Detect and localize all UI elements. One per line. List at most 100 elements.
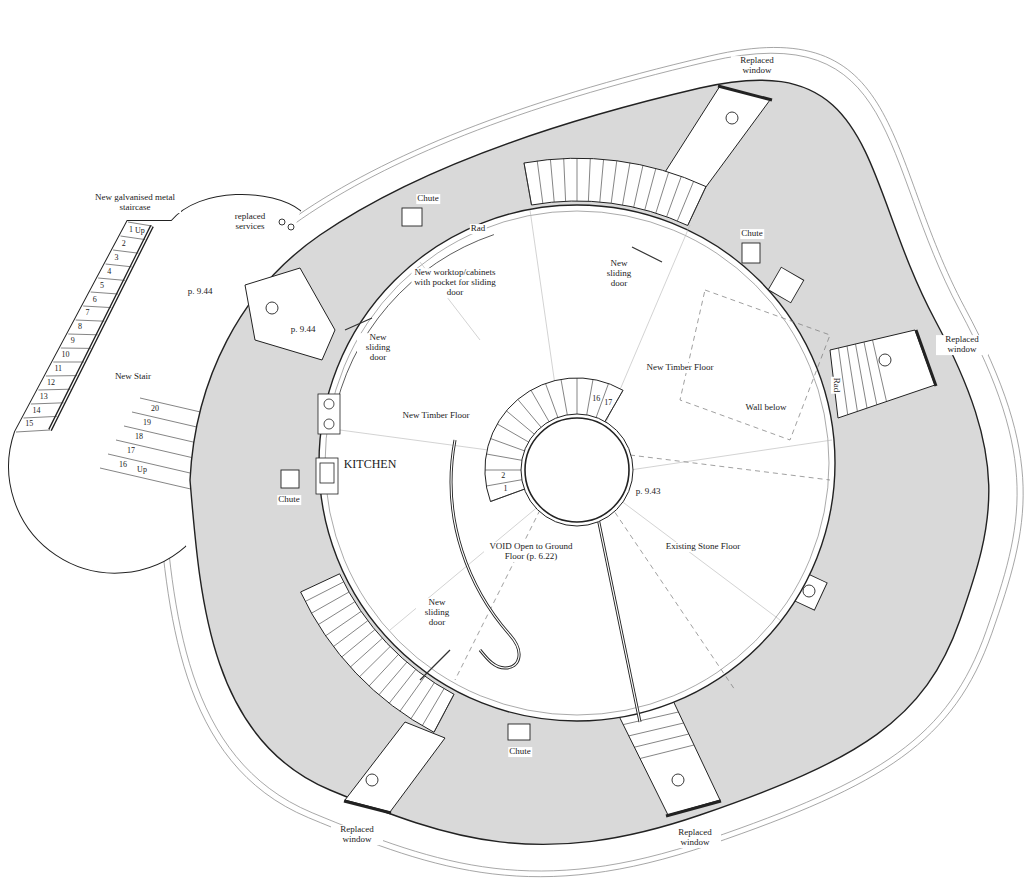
- stair-step: [389, 670, 416, 704]
- floor-note: Existing Stone Floor: [665, 542, 742, 552]
- radiator-label: Rad: [831, 377, 841, 394]
- stair-step: [531, 390, 551, 425]
- stair-step: [645, 168, 656, 210]
- step-number: 8: [77, 323, 83, 332]
- stair-step: [98, 278, 125, 280]
- stair-step: [537, 161, 543, 204]
- step-number: 1: [128, 226, 134, 235]
- stair-step: [586, 379, 593, 418]
- stair-step: [350, 638, 382, 667]
- floor-note: New Timber Floor: [645, 363, 714, 373]
- step-number: 3: [114, 253, 120, 262]
- worktop-note: New worktop/cabinets with pocket for sli…: [412, 268, 499, 298]
- step-number: 12: [46, 378, 56, 387]
- stair-step: [491, 439, 529, 453]
- stair-step: [411, 683, 434, 719]
- step-number: 16: [591, 394, 601, 403]
- stair-step: [577, 158, 578, 201]
- stair-step: [677, 181, 693, 221]
- page-ref: p. 9.43: [635, 487, 662, 497]
- door-note: New sliding door: [357, 333, 399, 363]
- direction-note: Up: [134, 227, 146, 236]
- stair-step: [53, 362, 84, 363]
- door-note: New sliding door: [598, 259, 640, 289]
- stair-step: [369, 655, 398, 687]
- stair-step: [16, 430, 50, 432]
- page-ref: p. 9.44: [290, 325, 317, 335]
- stair-step: [24, 416, 57, 418]
- step-number: 11: [53, 365, 63, 374]
- room-name: KITCHEN: [343, 458, 398, 471]
- step-number: 17: [126, 447, 136, 456]
- stair-step: [422, 689, 444, 726]
- stair-step: [38, 389, 70, 391]
- tower-walls: [190, 80, 989, 844]
- stair-step: [91, 292, 118, 294]
- door-note: New sliding door: [416, 598, 458, 628]
- stair-name: New Stair: [114, 372, 152, 382]
- stair-step: [623, 163, 631, 205]
- chute-label: Chute: [277, 495, 301, 505]
- step-number: 2: [121, 240, 127, 249]
- stair-step: [83, 306, 111, 308]
- stair-step: [518, 400, 544, 431]
- stair-step: [379, 662, 407, 695]
- stair-step: [326, 611, 362, 635]
- direction-note: Up: [136, 465, 148, 474]
- window-note: Replaced window: [669, 828, 721, 848]
- step-number: 7: [84, 309, 90, 318]
- chute-label: Chute: [508, 747, 532, 757]
- page-ref: p. 9.44: [187, 287, 214, 297]
- stair-step: [577, 378, 578, 418]
- step-number: 20: [150, 405, 160, 414]
- step-number: 13: [39, 392, 49, 401]
- stair-step: [108, 454, 203, 476]
- stair-step: [588, 158, 590, 201]
- stair-step: [31, 403, 64, 404]
- step-number: 14: [31, 406, 41, 415]
- step-number: 19: [142, 419, 152, 428]
- floor: [316, 205, 835, 722]
- chute-label: Chute: [416, 194, 440, 204]
- stair-step: [564, 158, 566, 201]
- stair-step: [61, 348, 91, 349]
- window-note: Replaced window: [331, 825, 383, 845]
- stair-step: [486, 454, 525, 461]
- step-number: 17: [603, 399, 613, 408]
- services-note: replaced services: [224, 212, 276, 232]
- stair-step: [497, 424, 532, 444]
- step-number: 15: [24, 420, 34, 429]
- stair-step: [434, 694, 454, 732]
- stair-step: [68, 334, 97, 336]
- stair-step: [360, 647, 391, 677]
- stair-step: [546, 384, 560, 422]
- radiator-label: Rad: [470, 224, 487, 234]
- step-number: 1: [503, 485, 509, 494]
- chute-label: Chute: [740, 229, 764, 239]
- stair-step: [688, 187, 706, 226]
- stair-step: [561, 379, 568, 418]
- site-lines: [156, 47, 1023, 876]
- wall-note: Wall below: [744, 403, 787, 413]
- void-note: VOID Open to Ground Floor (p. 6.22): [484, 542, 578, 562]
- stair-step: [507, 411, 538, 437]
- step-number: 9: [70, 337, 76, 346]
- stair-step: [603, 390, 623, 425]
- stair-step: [76, 320, 105, 321]
- stair-step: [342, 630, 375, 657]
- stair-step: [400, 676, 425, 711]
- floor-note: New Timber Floor: [401, 411, 470, 421]
- window-note: Replaced window: [936, 335, 988, 355]
- stair-step: [46, 375, 77, 376]
- stair-step: [485, 470, 525, 471]
- stair-step: [100, 468, 195, 490]
- stair-step: [600, 159, 604, 202]
- window-note: Replaced window: [731, 56, 783, 76]
- stair-step: [333, 621, 367, 647]
- stair-step: [524, 163, 532, 205]
- stair-step: [318, 602, 355, 625]
- step-number: 10: [61, 351, 71, 360]
- stair-step: [611, 161, 617, 204]
